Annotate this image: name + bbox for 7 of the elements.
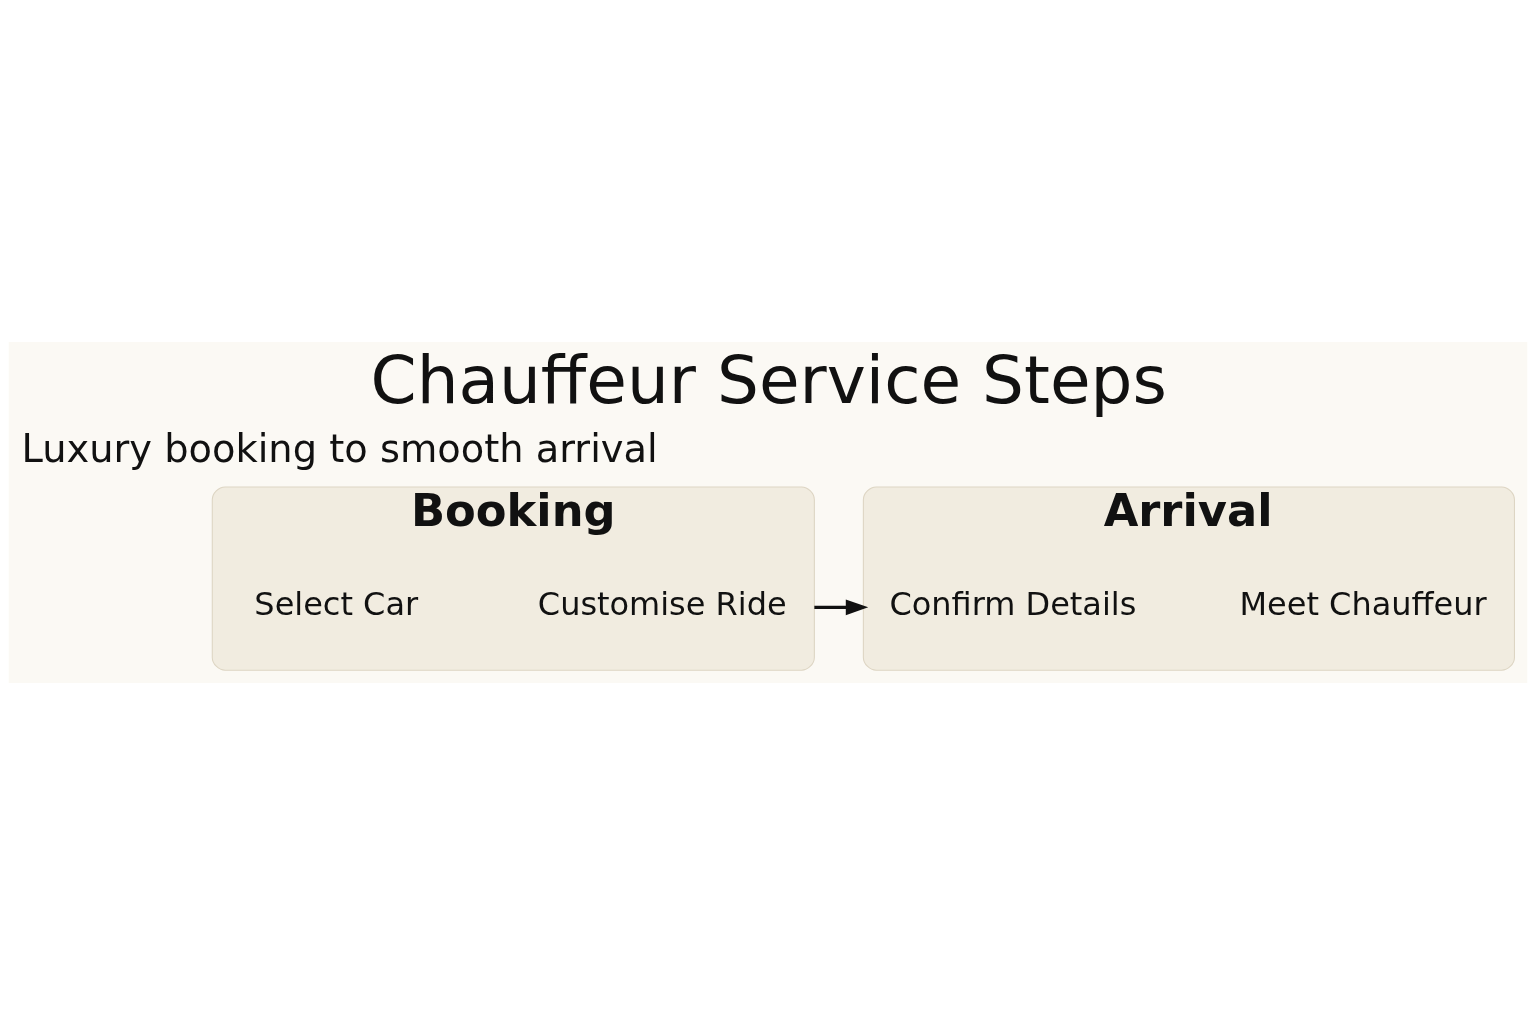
label: Luxury booking to smooth arrival [21, 425, 658, 471]
diagram-title: Chauffeur Service Steps [370, 341, 1167, 419]
arrow [814, 599, 869, 615]
node-text: Customise Ride [537, 584, 787, 623]
node-text: Meet Chauffeur [1239, 584, 1487, 623]
node-text: Select Car [254, 584, 419, 623]
node-text: Confirm Details [889, 584, 1137, 623]
